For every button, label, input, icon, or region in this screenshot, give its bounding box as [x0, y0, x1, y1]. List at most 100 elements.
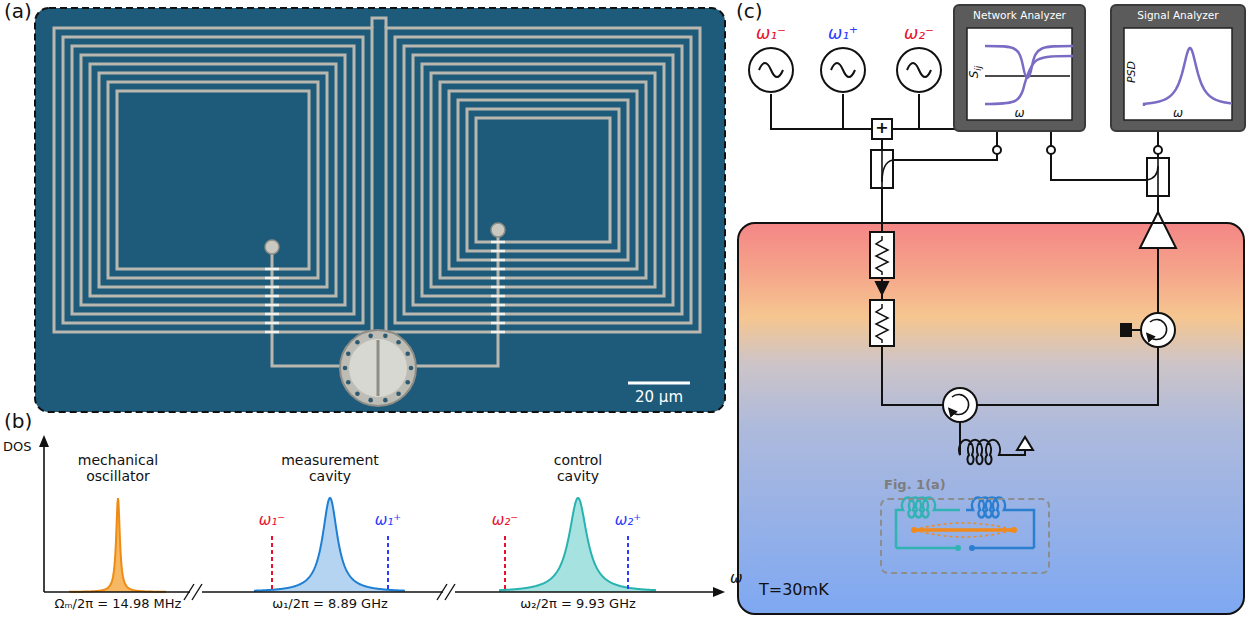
capacitor-holes [343, 334, 414, 403]
beam-end [1011, 527, 1017, 533]
spiral-turn [54, 28, 372, 332]
air-bridge [491, 277, 505, 280]
source-circle [749, 48, 793, 92]
spiral-turn [90, 64, 336, 296]
spiral-turn [395, 37, 691, 323]
air-bridge [265, 277, 279, 280]
mode-title: control cavity [538, 452, 618, 484]
wire [1051, 154, 1147, 180]
air-bridge [491, 259, 505, 262]
mode-title: mechanical oscillator [63, 452, 173, 484]
signal-source: ω₁⁺ [816, 24, 870, 94]
spiral-turn [404, 46, 682, 314]
scale-bar [628, 382, 690, 385]
axis-label: PSD [1125, 61, 1139, 83]
pump-line [627, 536, 629, 592]
air-bridge [491, 286, 505, 289]
trace [985, 56, 1073, 104]
etch-hole [346, 380, 351, 385]
capacitor-drum [340, 330, 416, 406]
isolator-arrow [1149, 320, 1167, 340]
dos-peak-fill [500, 498, 656, 592]
air-bridge [491, 268, 505, 271]
etch-hole [396, 392, 401, 397]
air-bridge [265, 313, 279, 316]
etch-hole [343, 366, 348, 371]
etch-hole [355, 392, 360, 397]
pump-line [271, 536, 273, 592]
signal-wire [771, 94, 871, 129]
pump-label: ω₂⁻ [492, 512, 519, 529]
plate-end [969, 545, 975, 551]
panel-letter: (b) [4, 410, 32, 433]
dashed-outline [880, 498, 1050, 574]
axis-break [437, 584, 455, 600]
coupler-arm [882, 160, 893, 182]
axis [44, 591, 715, 593]
air-bridge [265, 331, 279, 334]
air-bridge [491, 295, 505, 298]
trace [1144, 48, 1232, 106]
port [993, 146, 1001, 154]
spiral-turn [422, 64, 664, 296]
fridge-ground [738, 223, 1244, 614]
resistor-symbol [876, 236, 888, 275]
etch-hole [346, 351, 351, 356]
micrograph-frame [35, 8, 725, 412]
air-bridge [491, 304, 505, 307]
signal-source: ω₁⁻ [744, 24, 798, 94]
dos-peak [500, 498, 656, 592]
etch-hole [355, 340, 360, 345]
dos-peak-fill [255, 498, 405, 592]
axis-label: ω [1112, 107, 1244, 121]
signal-source: ω₂⁻ [892, 24, 946, 94]
dos-peak [255, 498, 405, 592]
air-bridge [265, 286, 279, 289]
air-bridges [265, 242, 505, 332]
attenuator [870, 300, 894, 346]
scale-label: 20 μm [635, 389, 683, 406]
wire [1131, 329, 1141, 331]
signal-wire [843, 94, 871, 129]
air-bridge [491, 250, 505, 253]
spiral-turn [117, 91, 309, 269]
power-combiner: + [871, 118, 893, 140]
air-bridge [265, 322, 279, 325]
combiner-sign: + [873, 119, 891, 137]
source-circle [821, 48, 865, 92]
instrument-title: Network Analyzer [955, 9, 1084, 21]
panel-letter: (c) [736, 0, 763, 23]
sine-wave [907, 63, 931, 77]
wire [1157, 248, 1159, 313]
air-bridge [491, 322, 505, 325]
wire [882, 346, 943, 405]
capacitor-gap [377, 340, 380, 396]
dos-peaks [70, 498, 656, 592]
air-bridge [491, 313, 505, 316]
axis-label: Sij [968, 66, 982, 79]
spiral-turn [449, 91, 637, 269]
beam-end [911, 527, 917, 533]
source-circle [897, 48, 941, 92]
beam-motion [914, 523, 1014, 537]
circulator [943, 388, 977, 422]
axis-subscript: ij [973, 66, 983, 71]
spiral-joint [372, 18, 386, 28]
pump-line [387, 536, 389, 592]
temperature-label: T=30mK [759, 581, 829, 599]
wire [881, 140, 883, 150]
axis [43, 445, 45, 592]
wire [893, 154, 997, 160]
pump-label: ω₁⁻ [259, 512, 286, 529]
plate-sketch [896, 547, 958, 550]
plate-sketch [972, 547, 1034, 550]
etch-hole [405, 380, 410, 385]
air-bridge [265, 295, 279, 298]
cryostat-region: T=30mKFig. 1(a) [737, 222, 1245, 615]
frequency-label: ω₂⁻ [892, 24, 946, 44]
plate-end [955, 545, 961, 551]
port-stub [996, 132, 998, 146]
spiral-turn [81, 55, 345, 305]
spiral-inductors [54, 28, 700, 332]
source-symbol [744, 46, 798, 94]
